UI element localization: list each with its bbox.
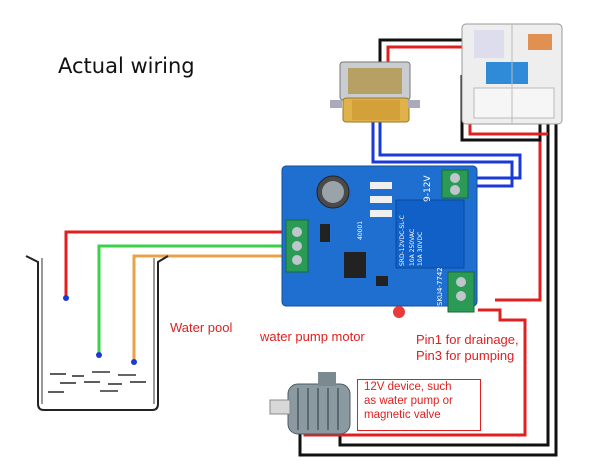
device-note-line1: 12V device, such bbox=[364, 381, 452, 393]
wire-black-main bbox=[338, 110, 550, 447]
control-board: 9-12V SRD-12VDC-SL-C 10A 250VAC 10A 30VD… bbox=[281, 165, 478, 318]
relay bbox=[395, 199, 465, 269]
transformer bbox=[330, 61, 420, 123]
device-note-line2: as water pump or bbox=[364, 395, 453, 407]
wire-green-probe bbox=[97, 244, 290, 355]
ic-chip bbox=[344, 252, 366, 278]
device-note-line3: magnetic valve bbox=[364, 409, 441, 421]
wire-orange-probe bbox=[132, 254, 290, 362]
pin-label-line1: Pin1 for drainage, bbox=[416, 332, 519, 347]
wire-black-relay bbox=[298, 110, 558, 457]
water-pool-label: Water pool bbox=[170, 320, 233, 335]
relay-spec-1: 10A 250VAC bbox=[409, 229, 416, 266]
device-note-box: 12V device, such as water pump or magnet… bbox=[357, 379, 481, 431]
pin-label-line2: Pin3 for pumping bbox=[416, 348, 515, 363]
wire-red-probe bbox=[64, 230, 290, 298]
pump-motor-label: water pump motor bbox=[260, 329, 365, 344]
wire-red-motor bbox=[303, 308, 527, 437]
circuit-breaker bbox=[461, 23, 563, 125]
relay-model-text: SRD-12VDC-SL-C bbox=[399, 215, 406, 266]
board-voltage-text: 9-12V bbox=[423, 175, 433, 202]
led bbox=[393, 306, 405, 318]
probe-tip-green bbox=[96, 352, 102, 358]
wire-blue-2 bbox=[378, 112, 522, 180]
wire-blue-1 bbox=[371, 112, 514, 188]
board-code-text: SKU4-7742 bbox=[436, 267, 444, 306]
water-pool-beaker bbox=[25, 255, 169, 411]
pump-motor bbox=[269, 372, 351, 435]
probe-tip-red bbox=[63, 295, 69, 301]
chip-code-text: 40001 bbox=[357, 221, 364, 240]
probe-tip-orange bbox=[131, 359, 137, 365]
relay-spec-2: 10A 30VDC bbox=[417, 232, 424, 266]
wire-red-main bbox=[495, 110, 542, 302]
page-title: Actual wiring bbox=[58, 54, 195, 78]
